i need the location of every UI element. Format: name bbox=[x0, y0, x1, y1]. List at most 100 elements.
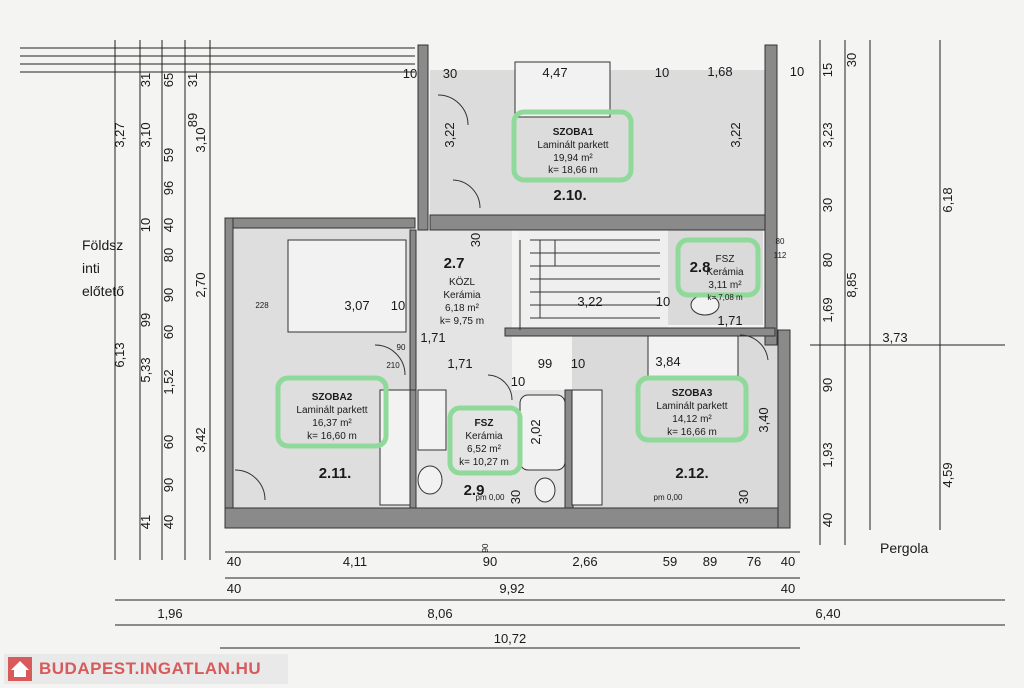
dim-r2-0: 30 bbox=[844, 53, 859, 67]
dim-stair-322: 3,22 bbox=[577, 294, 602, 309]
fsz-small-perimeter: k= 7,08 m bbox=[707, 293, 743, 302]
side-labels: Földsz inti előtető Pergola bbox=[82, 237, 928, 556]
dim-b4: 10,72 bbox=[494, 631, 527, 646]
szoba1-number: 2.10. bbox=[553, 187, 586, 204]
dim-b1-5: 89 bbox=[703, 554, 717, 569]
fsz-small-name: FSZ bbox=[716, 254, 735, 265]
szoba1-floor: Laminált parkett bbox=[537, 140, 608, 151]
inner-dims-vertical: 3,22 3,22 30 2,02 30 30 90 bbox=[442, 122, 751, 552]
dim-r3-1: 4,59 bbox=[940, 462, 955, 487]
dim-b1-3: 2,66 bbox=[572, 554, 597, 569]
kozl-area: 6,18 m² bbox=[445, 303, 480, 314]
staircase bbox=[519, 239, 660, 330]
dim-door-80: 80 bbox=[776, 237, 785, 246]
dim-r1-4: 1,69 bbox=[820, 297, 835, 322]
szoba3-level: pm 0,00 bbox=[654, 493, 683, 502]
highlights bbox=[275, 109, 761, 476]
dim-l5-1: 89 bbox=[185, 113, 200, 127]
dim-l3-0: 31 bbox=[138, 73, 153, 87]
szoba1-perimeter: k= 18,66 m bbox=[548, 165, 598, 176]
highlight-szoba1 bbox=[511, 109, 634, 183]
dim-bath-202: 2,02 bbox=[528, 419, 543, 444]
dim-b1-7: 40 bbox=[781, 554, 795, 569]
foldszint-line3: előtető bbox=[82, 283, 124, 299]
dim-l4-8: 60 bbox=[161, 435, 176, 449]
szoba3-perimeter: k= 16,66 m bbox=[667, 427, 717, 438]
watermark-text: BUDAPEST.INGATLAN.HU bbox=[39, 659, 262, 678]
dim-b3-right: 6,40 bbox=[815, 606, 840, 621]
dim-hall-171b: 1,71 bbox=[447, 356, 472, 371]
fsz-small-floor: Kerámia bbox=[706, 267, 744, 278]
szoba2-name: SZOBA2 bbox=[312, 392, 353, 403]
dim-l4-2: 96 bbox=[161, 181, 176, 195]
dimension-lines bbox=[20, 40, 1005, 649]
bath-level: pm 0,00 bbox=[476, 493, 505, 502]
left-dims: 3,27 6,13 3,10 5,33 31 10 1,52 41 65 59 … bbox=[112, 73, 208, 529]
fsz-bath-perimeter: k= 10,27 m bbox=[459, 457, 509, 468]
fsz-small-area: 3,11 m² bbox=[708, 280, 742, 291]
dim-l2-0: 3,10 bbox=[138, 122, 153, 147]
szoba1-area: 19,94 m² bbox=[553, 153, 593, 164]
dim-b2-right: 40 bbox=[781, 581, 795, 596]
dim-hall-171c: 1,71 bbox=[717, 313, 742, 328]
dim-l4-7: 60 bbox=[161, 325, 176, 339]
szoba1-name: SZOBA1 bbox=[553, 127, 594, 138]
szoba2-area: 16,37 m² bbox=[312, 418, 352, 429]
dim-top-10b: 10 bbox=[655, 65, 669, 80]
dim-l4-5: 90 bbox=[161, 288, 176, 302]
dim-b1-1: 4,11 bbox=[343, 554, 367, 569]
bed-szoba3 bbox=[647, 335, 739, 377]
dim-l1-1: 6,13 bbox=[112, 342, 127, 367]
kozl-number: 2.7 bbox=[444, 255, 465, 272]
dim-l5-4: 3,42 bbox=[193, 427, 208, 452]
kozl-perimeter: k= 9,75 m bbox=[440, 316, 484, 327]
furniture bbox=[287, 61, 739, 506]
dim-r2-2: 90 bbox=[820, 378, 835, 392]
dim-szoba2-307: 3,07 bbox=[344, 298, 369, 313]
dim-top-30: 30 bbox=[443, 66, 457, 81]
dim-szoba1-322b: 3,22 bbox=[728, 122, 743, 147]
dim-l5-3: 2,70 bbox=[193, 272, 208, 297]
door-swings bbox=[234, 94, 769, 501]
dim-l3-3: 41 bbox=[138, 515, 153, 529]
dim-hall-171a: 1,71 bbox=[420, 330, 445, 345]
dim-r2-4: 40 bbox=[820, 513, 835, 527]
dim-top-10a: 10 bbox=[403, 66, 417, 81]
dim-l4-3: 40 bbox=[161, 218, 176, 232]
dim-b2-mid: 9,92 bbox=[499, 581, 524, 596]
dim-l3-1: 10 bbox=[138, 218, 153, 232]
dim-l4-0: 65 bbox=[161, 73, 176, 87]
room-labels: SZOBA1 Laminált parkett 19,94 m² k= 18,6… bbox=[296, 127, 744, 502]
fsz-small-number: 2.8 bbox=[690, 259, 711, 276]
dim-l3-2: 1,52 bbox=[161, 369, 176, 394]
dim-b1-0: 40 bbox=[227, 554, 241, 569]
right-dims: 15 3,23 30 80 1,69 3,40 30 8,85 90 1,93 … bbox=[756, 53, 955, 527]
dim-b1-4: 59 bbox=[663, 554, 677, 569]
dim-r1-3: 80 bbox=[820, 253, 835, 267]
dim-r1-1: 3,23 bbox=[820, 122, 835, 147]
dim-r2-1: 8,85 bbox=[844, 272, 859, 297]
dim-r3-0: 6,18 bbox=[940, 187, 955, 212]
dim-b3-left: 1,96 bbox=[157, 606, 182, 621]
bottom-dims: 40 4,11 90 2,66 59 89 76 40 40 9,92 40 1… bbox=[157, 330, 907, 646]
szoba2-floor: Laminált parkett bbox=[296, 405, 367, 416]
dim-r1-5: 3,40 bbox=[756, 407, 771, 432]
bed-szoba2 bbox=[287, 239, 407, 333]
kozl-name: KÖZL bbox=[449, 276, 476, 288]
dim-b2-left: 40 bbox=[227, 581, 241, 596]
sink-icon bbox=[417, 465, 443, 495]
szoba3-floor: Laminált parkett bbox=[656, 401, 727, 412]
dim-l2-1: 5,33 bbox=[138, 357, 153, 382]
szoba3-number: 2.12. bbox=[675, 465, 708, 482]
bed-szoba1 bbox=[514, 61, 611, 118]
walls bbox=[224, 44, 791, 529]
dim-l5-0: 31 bbox=[185, 73, 200, 87]
dim-b1-2: 90 bbox=[483, 554, 497, 569]
szoba3-area: 14,12 m² bbox=[672, 414, 712, 425]
highlight-fsz-bath bbox=[447, 405, 523, 476]
szoba2-perimeter: k= 16,60 m bbox=[307, 431, 357, 442]
dim-bath-30: 30 bbox=[508, 490, 523, 504]
dim-top-10c: 10 bbox=[790, 64, 804, 79]
kozl-floor: Kerámia bbox=[443, 290, 481, 301]
dim-door-112: 112 bbox=[774, 251, 787, 260]
